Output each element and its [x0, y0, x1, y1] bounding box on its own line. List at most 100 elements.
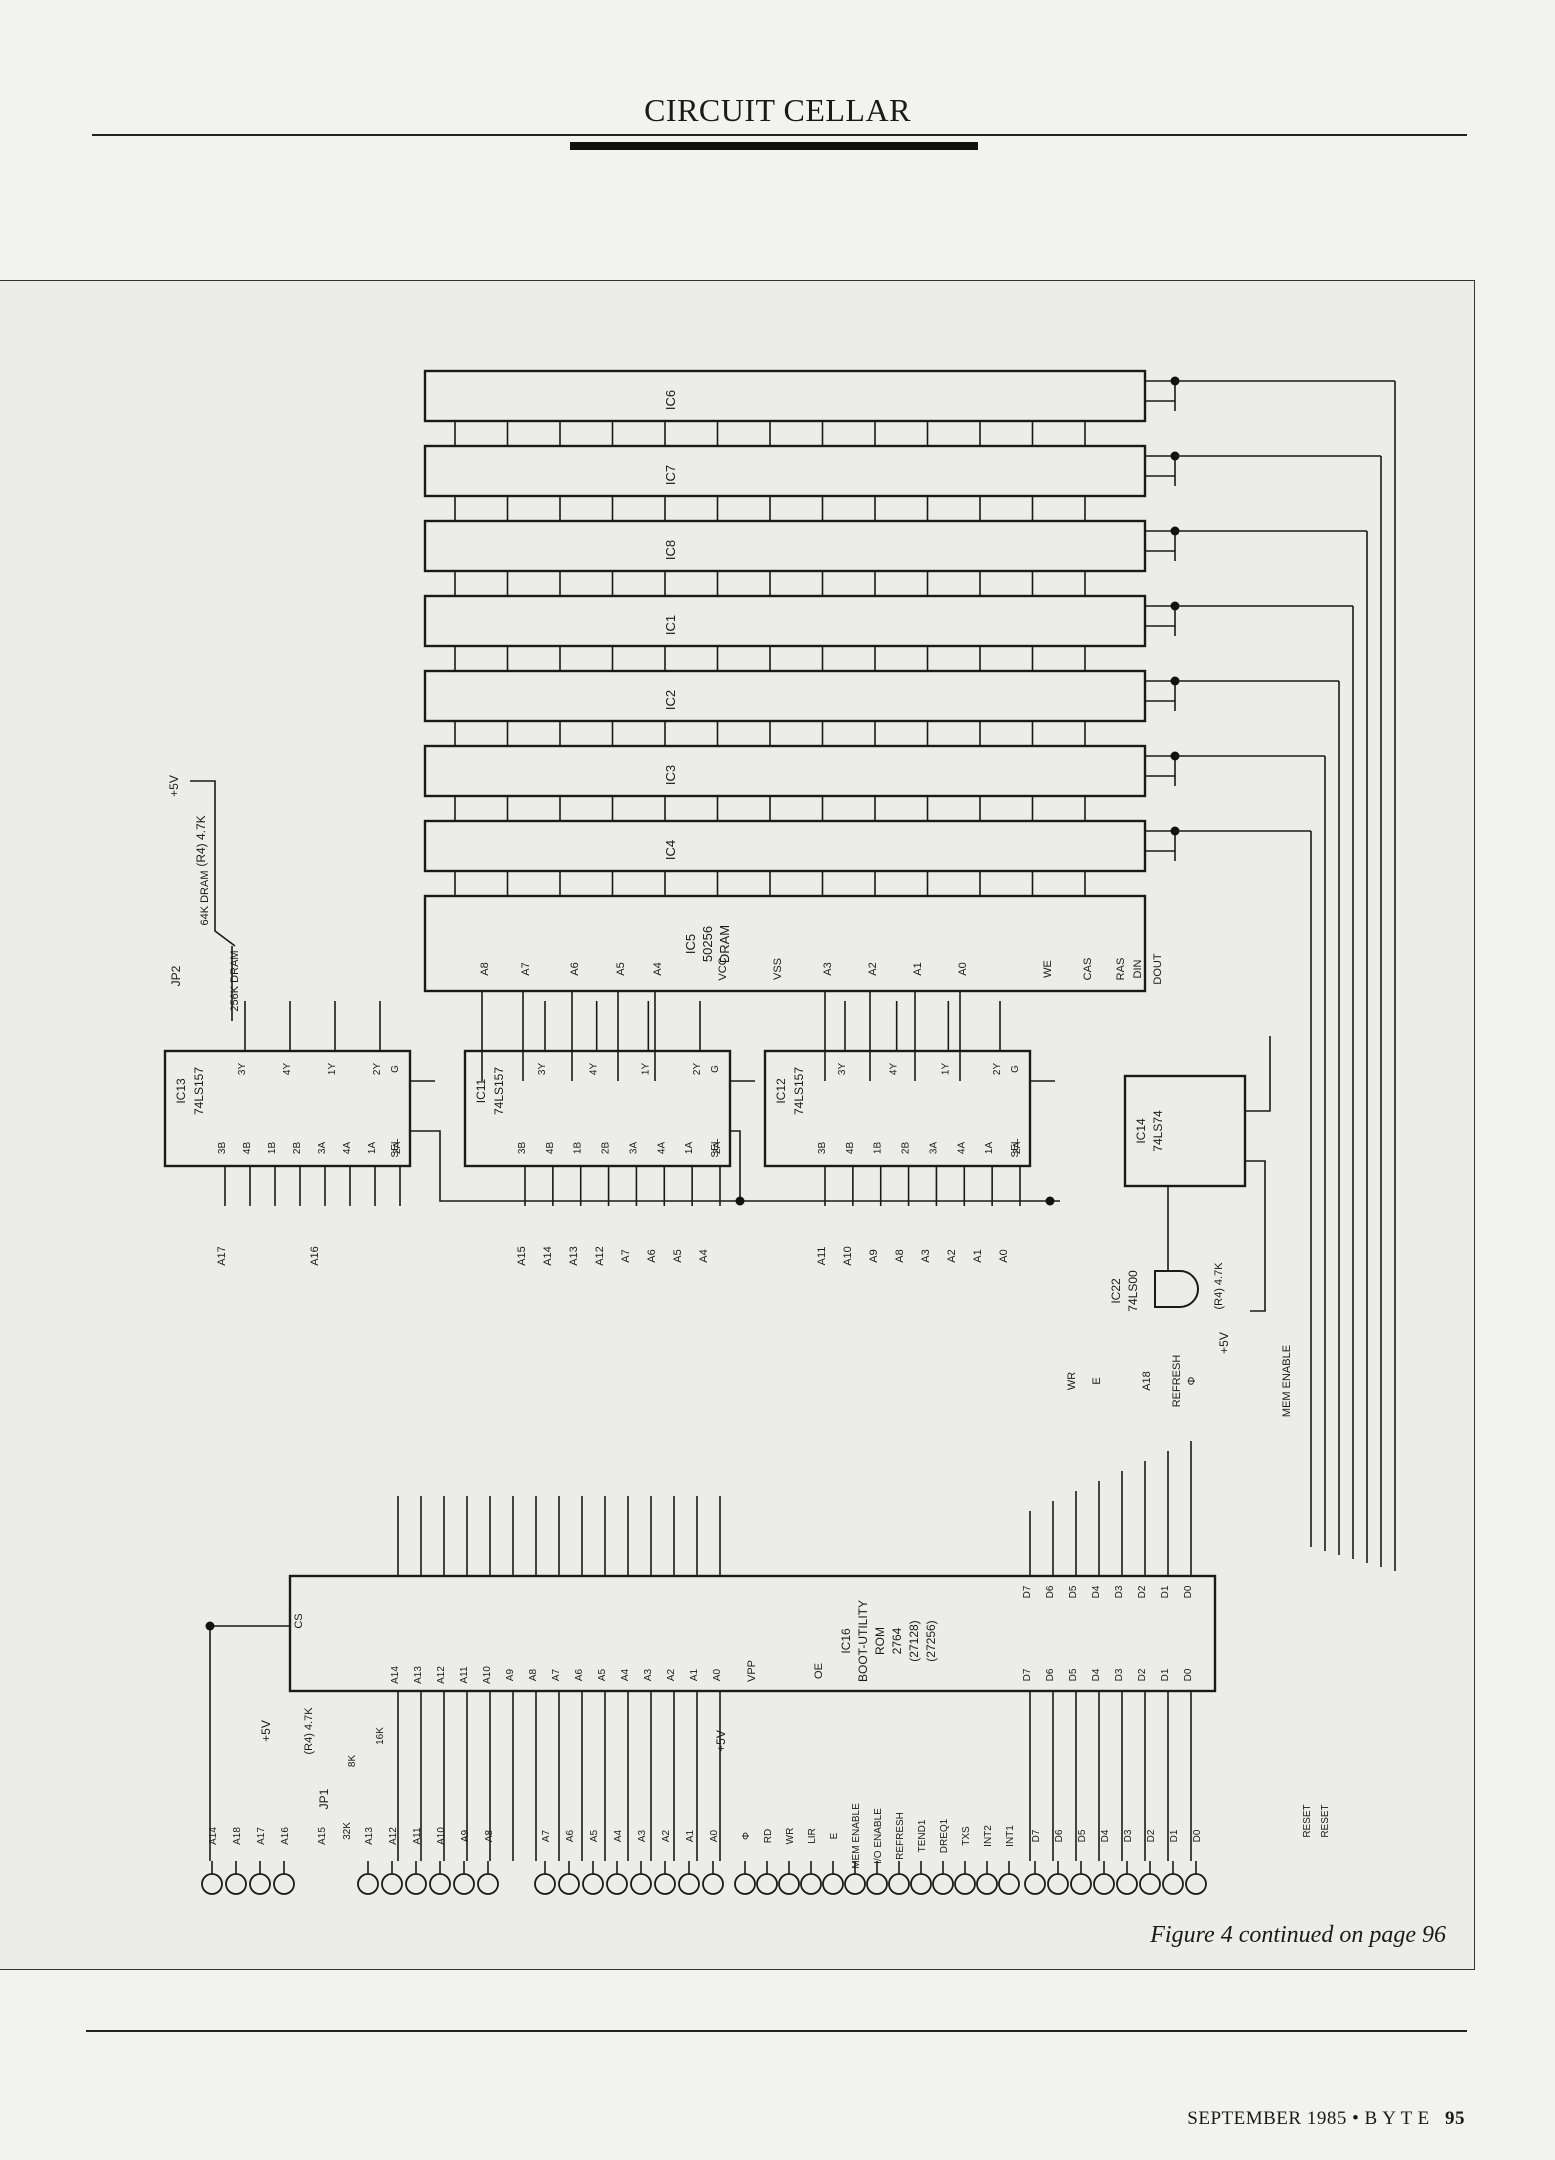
ic5-pin-label: A0 [957, 962, 969, 975]
connector-label: INT2 [983, 1825, 994, 1847]
mux-input-label: A10 [842, 1246, 854, 1266]
rom-pin-label: VPP [746, 1660, 758, 1682]
header-accent-bar [570, 142, 978, 150]
mux-pin-label: 4A [656, 1142, 667, 1155]
connector-label: A17 [256, 1827, 267, 1845]
connector-pin [888, 1873, 910, 1895]
rom-address-pin: A5 [597, 1668, 608, 1681]
mux-input-label: A7 [620, 1249, 632, 1262]
rom-data-pin: D0 [1183, 1585, 1194, 1598]
rom-data-pin: D5 [1068, 1668, 1079, 1681]
dram-chip-ic1 [423, 594, 1147, 648]
jp1-supply: +5V [259, 1720, 273, 1742]
connector-pin [1093, 1873, 1115, 1895]
mux-pin-label: 2B [901, 1142, 912, 1155]
connector-pin [800, 1873, 822, 1895]
ic5-dram [423, 894, 1147, 993]
control-signal-label: WR [1066, 1372, 1078, 1390]
rom-data-pin: D7 [1022, 1585, 1033, 1598]
mux-input-label: A16 [309, 1246, 321, 1266]
mux-part: 74LS157 [492, 1067, 506, 1115]
mux-id: IC12 [774, 1078, 788, 1104]
mux-pin-label: 1B [267, 1142, 278, 1155]
control-signal-label: MEM ENABLE [1281, 1345, 1293, 1417]
rom-address-pin: A11 [459, 1666, 470, 1683]
connector-pin [778, 1873, 800, 1895]
connector-label: RD [763, 1829, 774, 1843]
mux-input-label: A1 [972, 1249, 984, 1262]
connector-label: A11 [412, 1827, 423, 1844]
connector-label: TXS [961, 1826, 972, 1846]
mux-pin-label: 3B [517, 1142, 528, 1155]
mux-pin-label: 3Y [837, 1063, 848, 1076]
connector-pin [654, 1873, 676, 1895]
mux-input-label: A17 [216, 1246, 228, 1266]
connector-label: REFRESH [895, 1812, 906, 1860]
ic5-pin-label: A5 [615, 962, 627, 975]
jp2-wire [190, 780, 236, 947]
rom-id: IC16 [839, 1628, 853, 1654]
jp1-option: 16K [375, 1727, 386, 1745]
mux-ic11 [463, 1049, 732, 1168]
junction-dot [1045, 1196, 1055, 1206]
mux-input-label: A0 [998, 1249, 1010, 1262]
mux-pin-label: SEL [1010, 1138, 1021, 1157]
rom-address-pin: A10 [482, 1666, 493, 1684]
connector-pin [734, 1873, 756, 1895]
connector-label: A15 [317, 1827, 328, 1845]
ic14-flipflop [1123, 1074, 1247, 1188]
ic5-pin-label: A6 [569, 962, 581, 975]
connector-label: A7 [541, 1829, 552, 1842]
ic14-id: IC14 [1134, 1118, 1148, 1144]
ic5-pin-label: A8 [479, 962, 491, 975]
ic5-pin-label: A1 [912, 962, 924, 975]
dram-chip-label: IC4 [663, 840, 678, 860]
mux-input-label: A11 [816, 1247, 828, 1266]
mux-pin-label: 2B [601, 1142, 612, 1155]
ic5-pin-label: VCC [717, 957, 729, 980]
connector-label: WR [785, 1828, 796, 1845]
ic5-pin-label: A7 [520, 962, 532, 975]
connector-pin [534, 1873, 556, 1895]
rom-desc: BOOT-UTILITY [856, 1600, 870, 1682]
mux-pin-label: G [390, 1065, 401, 1073]
connector-pin [273, 1873, 295, 1895]
connector-pin [1070, 1873, 1092, 1895]
mux-input-label: A13 [568, 1246, 580, 1266]
connector-pin [405, 1873, 427, 1895]
connector-label: Φ [741, 1832, 752, 1840]
dram-chip-label: IC7 [663, 465, 678, 485]
dram-chip-label: IC8 [663, 540, 678, 560]
rom-address-pin: A13 [413, 1666, 424, 1684]
rom-address-pin: A4 [620, 1668, 631, 1681]
rom-address-pin: A12 [436, 1666, 447, 1684]
mux-pin-label: SEL [710, 1138, 721, 1157]
connector-pin [822, 1873, 844, 1895]
mux-part: 74LS157 [792, 1067, 806, 1115]
connector-label: D5 [1077, 1829, 1088, 1842]
footer-rule [86, 2030, 1467, 2032]
mux-pin-label: 3B [217, 1142, 228, 1155]
mux-ic12 [763, 1049, 1032, 1168]
connector-pin [630, 1873, 652, 1895]
ic5-type: DRAM [717, 925, 732, 963]
rom-desc: ROM [873, 1627, 887, 1655]
rom-address-pin: A1 [689, 1668, 700, 1681]
r4b-wire [1245, 1160, 1266, 1312]
mux-input-label: A6 [646, 1249, 658, 1262]
mux-pin-label: 3A [317, 1142, 328, 1155]
connector-pin [910, 1873, 932, 1895]
sel-wire [730, 1130, 741, 1201]
mux-pin-label: 2Y [992, 1063, 1003, 1076]
mux-pin-label: 1B [573, 1142, 584, 1155]
junction-dot [205, 1621, 215, 1631]
mux-pin-label: 4A [956, 1142, 967, 1155]
connector-label: A13 [364, 1827, 375, 1845]
jp2-resistor: (R4) 4.7K [194, 815, 208, 866]
ic5-pin-label: DIN [1132, 959, 1144, 978]
mux-pin-label: 3A [928, 1142, 939, 1155]
connector-label: A0 [709, 1829, 720, 1842]
connector-pin [702, 1873, 724, 1895]
